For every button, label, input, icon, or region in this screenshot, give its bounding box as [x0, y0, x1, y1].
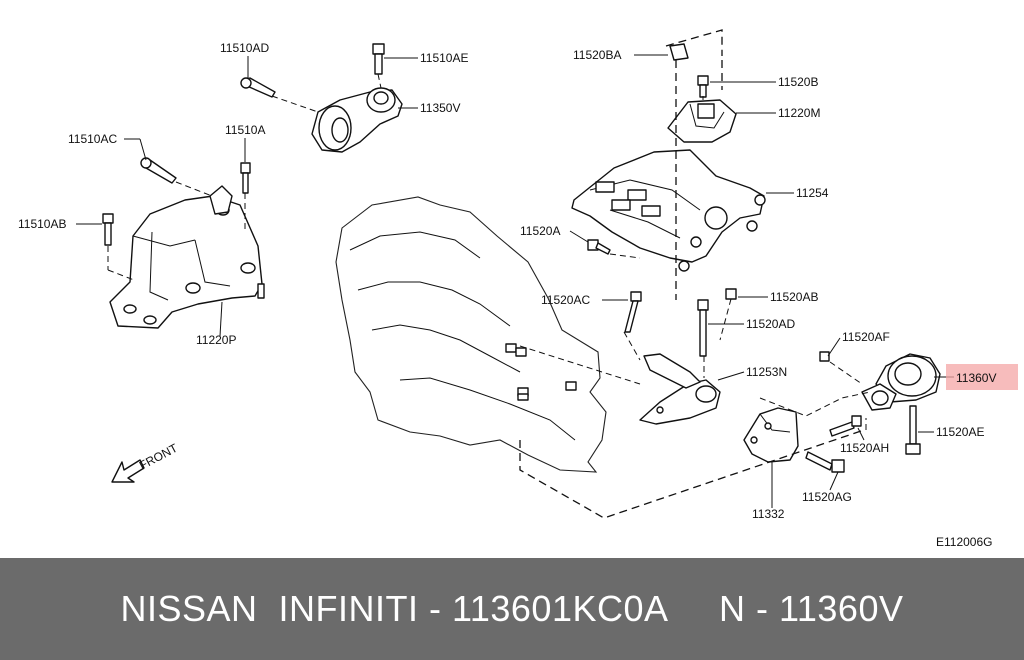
mount-11220m — [667, 99, 737, 143]
torque-rod-11350v — [311, 87, 403, 153]
label-11510ac: 11510AC — [68, 132, 117, 146]
guide-lines — [107, 29, 871, 519]
bolt-11520a — [587, 239, 611, 255]
label-11220p: 11220P — [196, 333, 236, 347]
leader-lines — [76, 54, 954, 508]
label-11520ba: 11520BA — [573, 48, 622, 62]
bracket-11332 — [743, 407, 799, 463]
front-arrow-icon — [111, 459, 145, 483]
label-11350v: 11350V — [420, 101, 460, 115]
label-11520ad: 11520AD — [746, 317, 795, 331]
label-11510ae: 11510AE — [420, 51, 469, 65]
bolt-11520ac — [624, 291, 642, 333]
label-11360v: 11360V — [956, 371, 996, 385]
part-number-banner: NISSAN INFINITI - 113601KC0A N - 11360V — [0, 558, 1024, 660]
bolt-11520ab — [725, 288, 737, 300]
banner-text: NISSAN INFINITI - 113601KC0A N - 11360V — [120, 588, 904, 629]
label-11520a: 11520A — [520, 224, 560, 238]
highlight-box — [946, 364, 1018, 390]
label-11520ab: 11520AB — [770, 290, 819, 304]
drawing-code: E112006G — [936, 535, 993, 549]
bolt-11510ad — [240, 77, 276, 98]
bolt-11520ae — [905, 405, 921, 455]
bolt-11520ah — [829, 415, 862, 437]
engine-block-outline — [335, 196, 607, 473]
label-11510ab: 11510AB — [18, 217, 67, 231]
bolt-11520ad — [697, 299, 709, 357]
bolt-11520ag — [805, 451, 845, 473]
label-11510a: 11510A — [225, 123, 265, 137]
label-11520b: 11520B — [778, 75, 818, 89]
label-11253n: 11253N — [746, 365, 787, 379]
bolt-11510ae — [372, 43, 385, 75]
parts-diagram: 11510AD 11510AE 11350V 11510AC 11510A 11… — [18, 29, 1018, 549]
part-labels: 11510AD 11510AE 11350V 11510AC 11510A 11… — [18, 41, 996, 549]
label-11254: 11254 — [796, 186, 829, 200]
engine-mount-11360v — [861, 353, 941, 411]
bolt-11510ab — [102, 213, 114, 246]
engine-mount-11220p — [109, 185, 265, 329]
bolt-11510ac — [140, 157, 177, 184]
bracket-11253n — [639, 353, 721, 425]
bolt-11510a — [240, 162, 251, 194]
label-11332: 11332 — [752, 507, 785, 521]
bracket-11254 — [571, 149, 766, 272]
label-11520af: 11520AF — [842, 330, 890, 344]
label-11510ad: 11510AD — [220, 41, 269, 55]
label-11520ag: 11520AG — [802, 490, 852, 504]
nut-11520ba — [669, 43, 689, 61]
label-11220m: 11220M — [778, 106, 820, 120]
bolt-11520b — [697, 75, 709, 98]
label-11520ah: 11520AH — [840, 441, 889, 455]
label-front: FRONT — [137, 441, 181, 473]
bolt-11520af — [819, 351, 830, 362]
label-11520ac: 11520AC — [541, 293, 590, 307]
label-11520ae: 11520AE — [936, 425, 985, 439]
